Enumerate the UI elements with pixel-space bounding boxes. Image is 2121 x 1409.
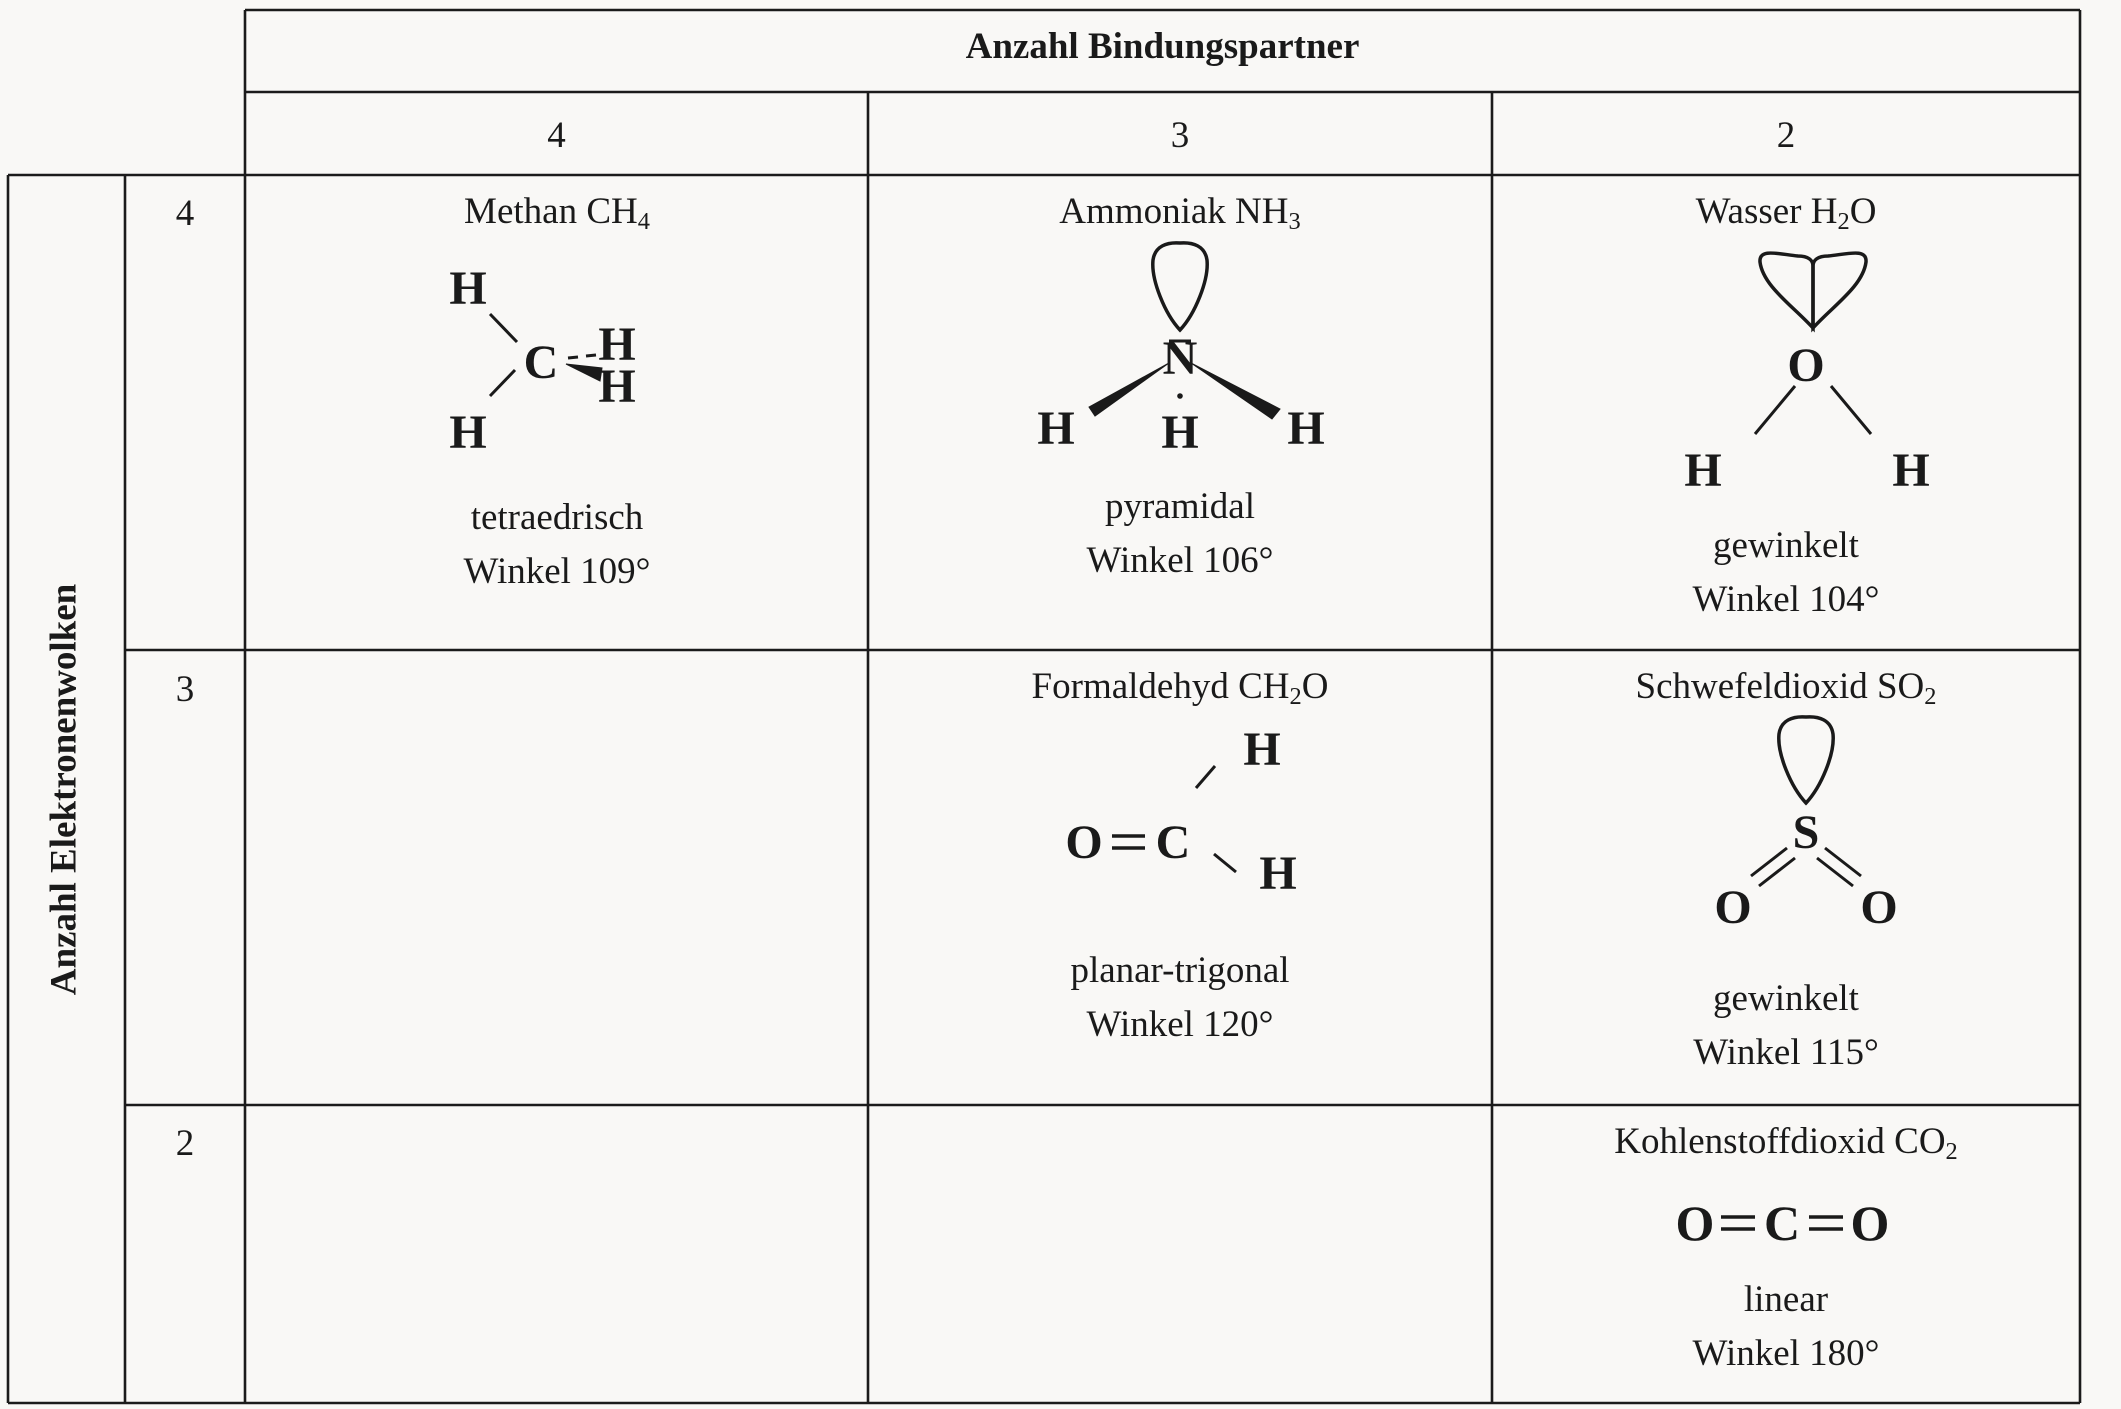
atom-o: O (1860, 881, 1897, 934)
molecule-geometry: linear (1743, 1279, 1829, 1320)
cell-methan: Methan CH4 H C H H H tetraedrisch Winkel… (246, 176, 868, 649)
column-header-3: 3 (1170, 114, 1190, 156)
schwefeldioxid-structure-diagram: S O O (1714, 715, 1898, 934)
atom-h: H (1684, 444, 1721, 497)
column-header-4: 4 (547, 114, 566, 156)
atom-h: H (1892, 444, 1929, 497)
row-header-2: 2 (175, 1123, 195, 1164)
formaldehyd-structure-diagram: O C H H (1065, 723, 1296, 900)
column-header-title: Anzahl Bindungspartner (965, 25, 1360, 67)
molecule-name: Schwefeldioxid SO2 (1635, 666, 1937, 711)
row-header-3: 3 (175, 669, 195, 710)
molecule-name: Formaldehyd CH2O (1031, 666, 1329, 711)
row-header-4: 4 (175, 193, 195, 234)
molecule-name: Kohlenstoffdioxid CO2 (1614, 1121, 1958, 1166)
atom-h: H (1259, 847, 1296, 900)
atom-h: H (598, 360, 635, 413)
atom-o: O (1787, 339, 1824, 392)
bond-angle: Winkel 180° (1692, 1333, 1880, 1374)
methan-structure-diagram: H C H H H (449, 262, 635, 459)
molecule-name: Wasser H2O (1695, 191, 1877, 236)
bond-angle: Winkel 115° (1693, 1032, 1879, 1073)
atom-s: S (1793, 806, 1820, 859)
atom-n: N (1163, 332, 1198, 385)
atom-h: H (1243, 723, 1280, 776)
atom-h: H (449, 262, 486, 315)
atom-o: O (1851, 1195, 1890, 1251)
atom-h: H (598, 318, 635, 371)
atom-h: H (1161, 406, 1198, 459)
bond-angle: Winkel 106° (1086, 540, 1274, 581)
cell-formaldehyd: Formaldehyd CH2O O C H H planar-trigonal… (869, 651, 1491, 1104)
cell-wasser: Wasser H2O O H H gewinkelt Winkel 104° (1493, 176, 2079, 649)
row-header-title-cell: Anzahl Elektronenwolken (8, 175, 120, 1403)
atom-c: C (524, 336, 559, 389)
cell-kohlenstoffdioxid: Kohlenstoffdioxid CO2 O C O linear Winke… (1493, 1106, 2079, 1402)
atom-h: H (1037, 402, 1074, 455)
cell-empty (246, 1106, 868, 1402)
atom-h: H (449, 406, 486, 459)
kohlenstoffdioxid-structure-diagram: O C O (1676, 1195, 1890, 1251)
molecule-geometry: gewinkelt (1713, 525, 1859, 566)
atom-o: O (1714, 881, 1751, 934)
bond-angle: Winkel 104° (1692, 579, 1880, 620)
lone-pair-orbital (1811, 251, 1868, 333)
atom-o: O (1676, 1195, 1715, 1251)
molecule-geometry: gewinkelt (1713, 978, 1859, 1019)
atom-h: H (1287, 402, 1324, 455)
cell-ammoniak: Ammoniak NH3 N H H H pyramidal Winkel 10… (869, 176, 1491, 649)
molecule-name: Ammoniak NH3 (1059, 191, 1301, 236)
wasser-structure-diagram: O H H (1684, 251, 1930, 497)
molecule-name: Methan CH4 (464, 191, 650, 236)
atom-o: O (1065, 816, 1102, 869)
bond-angle: Winkel 120° (1086, 1004, 1274, 1045)
lone-pair-orbital (1758, 251, 1815, 333)
lone-pair-orbital (1151, 241, 1209, 333)
atom-c: C (1764, 1195, 1800, 1251)
atom-c: C (1156, 816, 1191, 869)
molecule-geometry: tetraedrisch (470, 497, 644, 538)
cell-empty (246, 651, 868, 1104)
cell-empty (869, 1106, 1491, 1402)
cell-schwefeldioxid: Schwefeldioxid SO2 S O O gewinkelt Winke… (1493, 651, 2079, 1104)
bond-angle: Winkel 109° (463, 551, 651, 592)
lone-pair-orbital (1777, 715, 1835, 806)
row-header-title: Anzahl Elektronenwolken (43, 583, 85, 995)
column-header-2: 2 (1776, 114, 1796, 156)
molecule-geometry: planar-trigonal (1070, 950, 1290, 991)
ammoniak-structure-diagram: N H H H (1037, 241, 1325, 459)
molecule-geometry: pyramidal (1104, 486, 1255, 527)
